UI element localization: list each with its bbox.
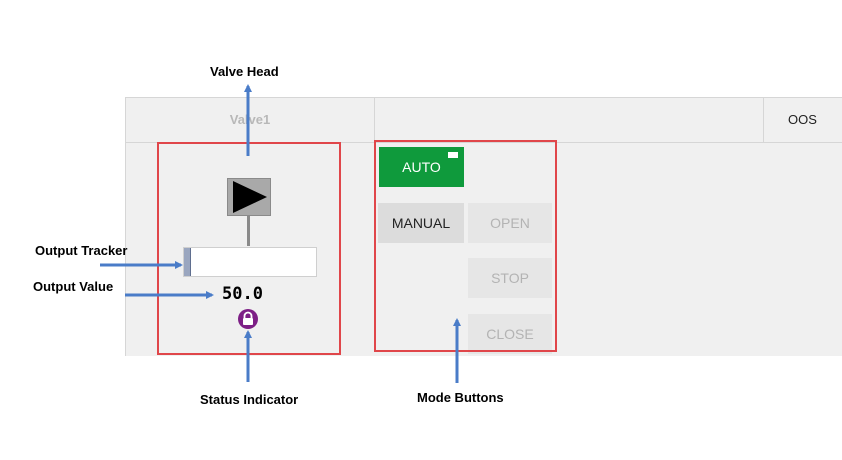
valve-head[interactable] — [227, 178, 271, 216]
output-tracker — [183, 247, 317, 277]
valve-title: Valve1 — [126, 98, 375, 142]
play-triangle-icon — [233, 181, 267, 213]
valve-head-callout: Valve Head — [210, 64, 279, 79]
close-button[interactable]: CLOSE — [468, 314, 552, 354]
oos-label: OOS — [788, 112, 817, 127]
auto-mode-indicator — [448, 152, 458, 158]
mode-buttons-highlight-box — [374, 140, 557, 352]
lock-icon — [238, 309, 258, 329]
output-value-callout: Output Value — [33, 279, 114, 294]
auto-button[interactable]: AUTO — [379, 147, 464, 187]
output-value: 50.0 — [222, 284, 263, 304]
output-tracker-fill — [184, 248, 191, 276]
manual-button[interactable]: MANUAL — [378, 203, 464, 243]
status-indicator-callout: Status Indicator — [200, 392, 299, 407]
auto-button-label: AUTO — [402, 159, 441, 175]
mode-buttons-callout: Mode Buttons — [417, 390, 504, 405]
oos-button[interactable]: OOS — [763, 98, 842, 142]
valve-stem — [247, 216, 250, 246]
open-button[interactable]: OPEN — [468, 203, 552, 243]
faceplate-header: Valve1 OOS — [126, 97, 842, 143]
output-tracker-callout: Output Tracker — [35, 243, 128, 258]
stop-button[interactable]: STOP — [468, 258, 552, 298]
